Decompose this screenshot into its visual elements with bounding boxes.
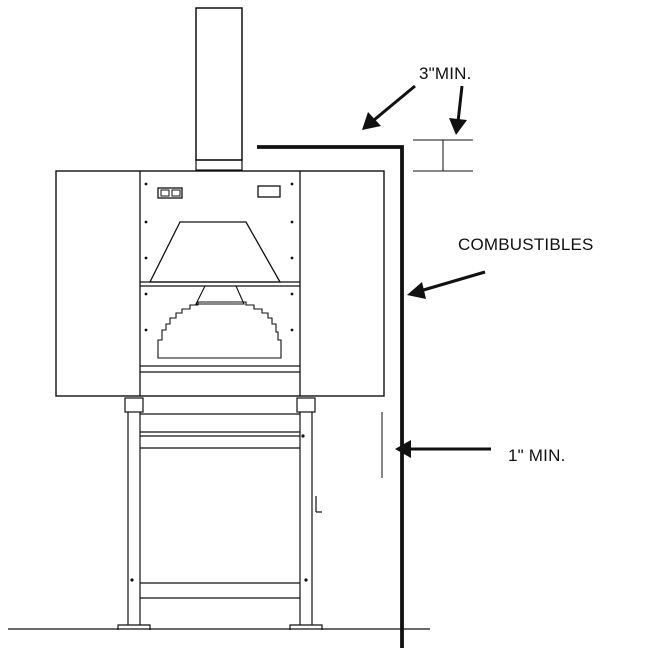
arrow-to-side-clearance <box>395 440 491 458</box>
oven-throat <box>195 285 245 305</box>
oven-fasteners <box>130 182 308 582</box>
combustibles-label: COMBUSTIBLES <box>458 235 594 254</box>
arrow-to-wall-top <box>362 84 416 130</box>
top-clearance-dimension <box>413 139 473 172</box>
chimney-flue <box>195 7 243 171</box>
control-panel <box>157 185 281 199</box>
oven-stand <box>117 397 323 630</box>
oven-hood <box>148 221 282 283</box>
top-clearance-label: 3"MIN. <box>419 64 472 83</box>
oven-arch <box>157 301 282 359</box>
arrow-to-combustibles <box>407 270 486 299</box>
side-clearance-label: 1" MIN. <box>508 446 566 465</box>
arrow-to-top-clearance <box>449 85 467 135</box>
oven-body <box>55 170 385 397</box>
combustible-wall <box>257 145 404 648</box>
